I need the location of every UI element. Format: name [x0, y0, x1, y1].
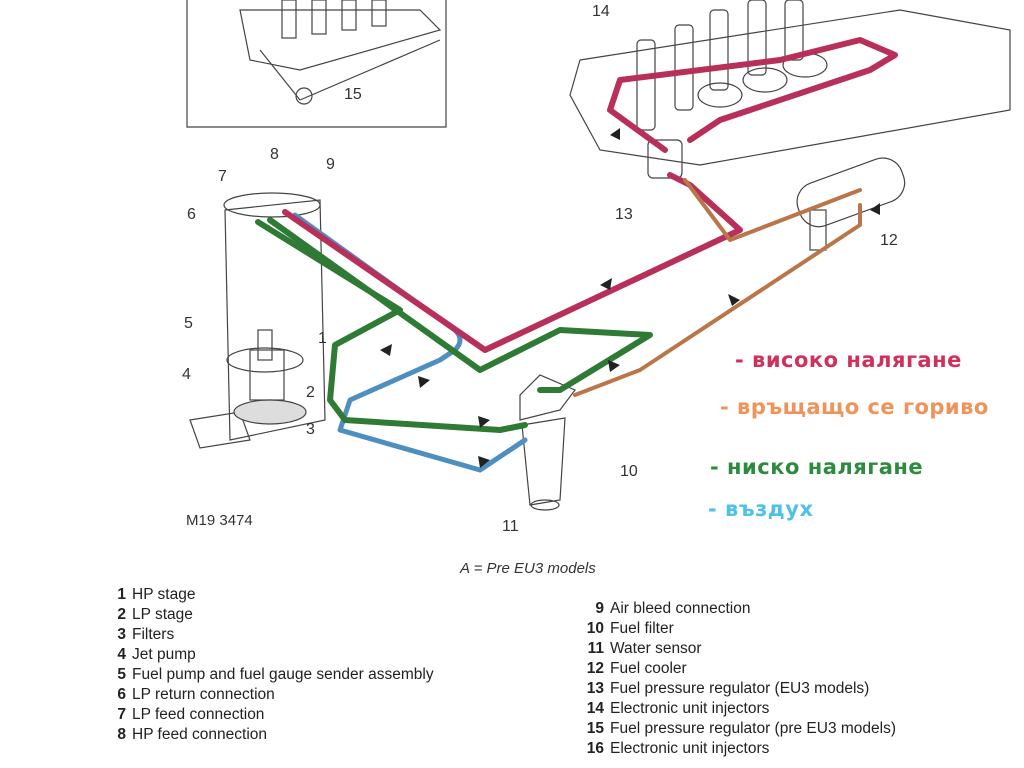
callout-14: 14	[592, 3, 610, 20]
callout-9: 9	[326, 156, 335, 173]
callout-4: 4	[182, 366, 191, 383]
legend-label: LP stage	[132, 606, 193, 623]
callout-7: 7	[218, 168, 227, 185]
legend-item: 9 Air bleed connection	[582, 600, 896, 620]
flow-arrows	[380, 128, 880, 468]
callout-2: 2	[306, 384, 315, 401]
legend-num: 7	[117, 706, 126, 723]
low-pressure-pipe-return	[267, 217, 653, 393]
callout-5: 5	[184, 315, 193, 332]
inset-injectors	[281, 0, 387, 39]
legend-item: 10 Fuel filter	[582, 620, 896, 640]
legend-label: Air bleed connection	[610, 600, 751, 617]
legend-label: Fuel cooler	[610, 660, 687, 677]
legend-num: 5	[117, 666, 126, 683]
handwritten-air: - въздух	[708, 497, 814, 521]
return-pipe	[573, 178, 862, 397]
figure-reference: M19 3474	[186, 512, 253, 529]
legend-item: 11 Water sensor	[582, 640, 896, 660]
legend-item: 6 LP return connection	[104, 686, 434, 706]
legend-item: 13 Fuel pressure regulator (EU3 models)	[582, 680, 896, 700]
legend-num: 16	[586, 740, 604, 757]
fuel-pump-assembly	[189, 192, 326, 449]
legend-label: Fuel pressure regulator (pre EU3 models)	[610, 720, 897, 737]
low-pressure-pipe-feed	[255, 219, 528, 433]
legend-item: 1 HP stage	[104, 586, 434, 606]
regulator-13	[647, 139, 683, 179]
callout-6: 6	[187, 206, 196, 223]
callout-11: 11	[502, 518, 519, 535]
inset-frame	[186, 0, 447, 128]
injectors-14	[636, 0, 804, 131]
legend-item: 12 Fuel cooler	[582, 660, 896, 680]
legend-num: 1	[117, 586, 126, 603]
fuel-system-diagram	[186, 0, 1011, 511]
legend-num: 3	[117, 626, 126, 643]
legend-num: 2	[117, 606, 126, 623]
legend-num: 4	[117, 646, 126, 663]
legend-item: 4 Jet pump	[104, 646, 434, 666]
legend-item: 7 LP feed connection	[104, 706, 434, 726]
legend-label: Fuel filter	[610, 620, 674, 637]
figure-caption: A = Pre EU3 models	[460, 560, 596, 577]
legend-label: Filters	[132, 626, 175, 643]
legend-label: Water sensor	[610, 640, 702, 657]
handwritten-low-pressure: - ниско налягане	[710, 455, 924, 479]
callout-1: 1	[318, 330, 327, 347]
legend-item: 15 Fuel pressure regulator (pre EU3 model…	[582, 720, 896, 740]
legend-num: 15	[586, 720, 604, 737]
legend-label: HP feed connection	[132, 726, 268, 743]
inset-regulator	[295, 87, 313, 105]
callout-12: 12	[880, 232, 898, 249]
legend-item: 14 Electronic unit injectors	[582, 700, 896, 720]
legend-num: 14	[586, 700, 604, 717]
fuel-filter-10	[519, 374, 576, 511]
legend-item: 3 Filters	[104, 626, 434, 646]
handwritten-high-pressure: - високо налягане	[735, 348, 962, 372]
legend-label: Electronic unit injectors	[610, 740, 770, 757]
legend-item: 16 Electronic unit injectors	[582, 740, 896, 760]
callout-3: 3	[306, 421, 315, 438]
legend-item: 8 HP feed connection	[104, 726, 434, 746]
callout-13: 13	[615, 206, 633, 223]
legend-left: 1 HP stage 2 LP stage 3 Filters 4 Jet pump 5…	[104, 586, 434, 746]
legend-label: LP feed connection	[132, 706, 265, 723]
legend-num: 8	[117, 726, 126, 743]
legend-right: 9 Air bleed connection 10 Fuel filter 11 Wa…	[582, 600, 896, 760]
legend-num: 6	[117, 686, 126, 703]
legend-num: 12	[586, 660, 604, 677]
legend-label: Fuel pump and fuel gauge sender assembly	[132, 666, 434, 683]
callout-15: 15	[344, 86, 362, 103]
legend-label: Fuel pressure regulator (EU3 models)	[610, 680, 870, 697]
legend-label: Jet pump	[132, 646, 196, 663]
high-pressure-pipe	[282, 37, 898, 353]
legend-item: 2 LP stage	[104, 606, 434, 626]
legend-num: 13	[586, 680, 604, 697]
legend-num: 9	[595, 600, 604, 617]
handwritten-return-fuel: - връщащо се гориво	[720, 395, 989, 419]
callout-10: 10	[620, 463, 638, 480]
engine-block	[569, 9, 1011, 166]
legend-num: 11	[587, 640, 604, 657]
inset-engine	[239, 9, 442, 101]
callout-8: 8	[270, 146, 279, 163]
legend-label: Electronic unit injectors	[610, 700, 770, 717]
legend-item: 5 Fuel pump and fuel gauge sender assembl…	[104, 666, 434, 686]
legend-num: 10	[586, 620, 604, 637]
legend-label: HP stage	[132, 586, 196, 603]
legend-label: LP return connection	[132, 686, 275, 703]
